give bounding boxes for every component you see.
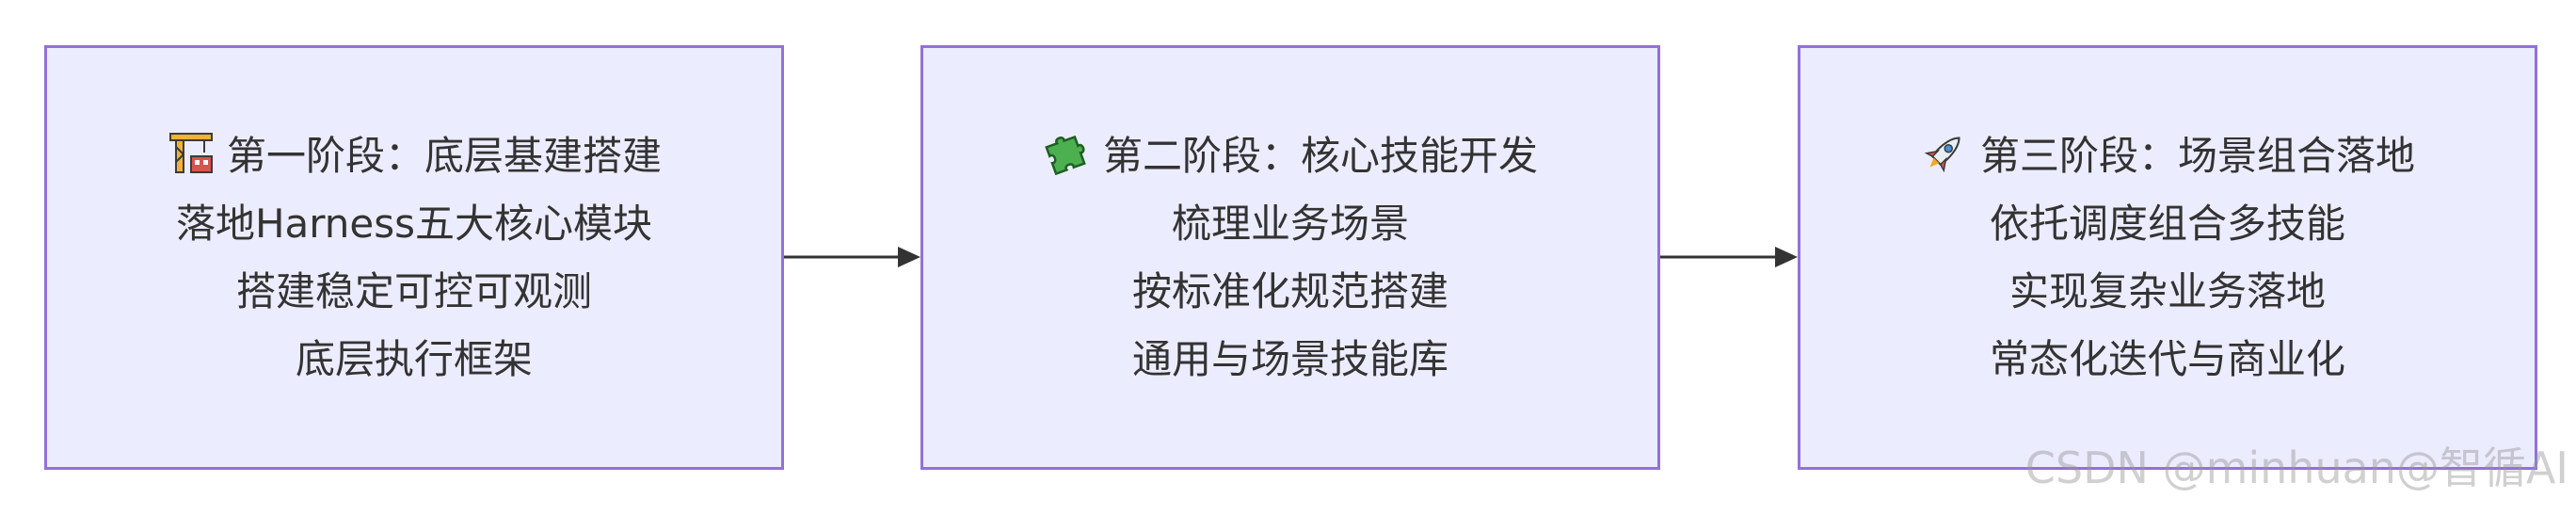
arrowhead-2 [1775,247,1798,267]
stage-2-line-3: 通用与场景技能库 [1131,335,1448,382]
stage-3-line-2: 实现复杂业务落地 [2008,267,2326,314]
construction-crane-icon [168,132,213,173]
stage-1-line-2: 搭建稳定可控可观测 [235,267,592,314]
puzzle-piece-icon [1045,135,1086,175]
edge-stage2-to-stage3 [1660,247,1798,267]
stage-1-node: 第一阶段：底层基建搭建 落地Harness五大核心模块 搭建稳定可控可观测 底层… [44,45,784,470]
stage-2-line-2: 按标准化规范搭建 [1131,267,1448,314]
stage-1-title: 第一阶段：底层基建搭建 [226,132,662,179]
arrowhead-1 [898,247,920,267]
stage-1-line-3: 底层执行框架 [295,335,533,382]
rocket-icon [1924,136,1960,172]
stage-2-title: 第二阶段：核心技能开发 [1102,132,1538,179]
stage-2-title-line: 第二阶段：核心技能开发 [1043,122,1538,190]
stage-3-line-1: 依托调度组合多技能 [1989,200,2345,247]
stage-1-line-1: 落地Harness五大核心模块 [175,200,653,247]
stage-1-title-line: 第一阶段：底层基建搭建 [167,122,662,190]
stage-3-title: 第三阶段：场景组合落地 [1979,132,2415,179]
stage-3-title-line: 第三阶段：场景组合落地 [1920,122,2415,190]
stage-2-line-1: 梳理业务场景 [1171,200,1409,247]
edge-stage1-to-stage2 [784,247,920,267]
stage-3-line-3: 常态化迭代与商业化 [1989,335,2345,382]
csdn-watermark: CSDN @minhuan@智循AI [2024,443,2568,493]
stage-3-node: 第三阶段：场景组合落地 依托调度组合多技能 实现复杂业务落地 常态化迭代与商业化 [1798,45,2537,470]
stage-2-node: 第二阶段：核心技能开发 梳理业务场景 按标准化规范搭建 通用与场景技能库 [920,45,1660,470]
